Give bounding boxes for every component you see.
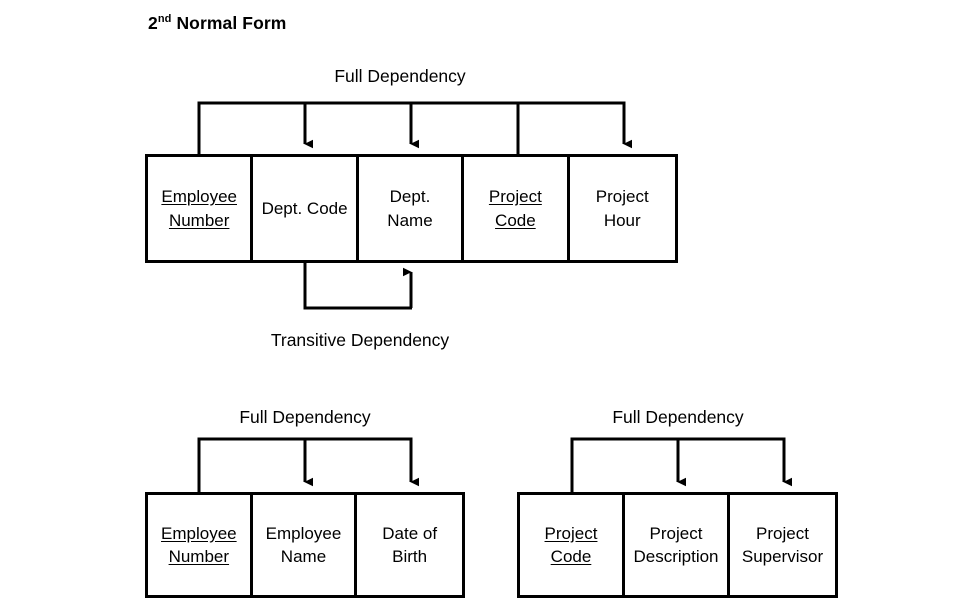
table-cell-line: Hour — [603, 210, 641, 230]
table-cell: Date of Birth — [357, 495, 462, 595]
table-cell-line: Project — [595, 187, 649, 207]
table-cell-line: Birth — [392, 547, 428, 566]
table-cell-line: Project — [756, 523, 809, 543]
table-cell-line: Dept. Code — [261, 198, 348, 218]
table-cell-line: Supervisor — [741, 547, 824, 566]
caption-employee-full-dependency: Full Dependency — [239, 407, 371, 427]
table-cell-line: Project — [544, 523, 598, 543]
table-cell-text: Date of Birth — [382, 522, 437, 569]
table-cell: Dept. Code — [253, 157, 359, 260]
table-cell-line: Dept. — [389, 187, 431, 207]
caption-main-full-dependency: Full Dependency — [334, 66, 466, 86]
table-cell-line: Employee — [161, 187, 237, 207]
table-cell-line: Number — [168, 547, 230, 566]
table-cell-line: Project — [488, 187, 542, 207]
table-cell-line: Description — [633, 547, 719, 566]
table-cell-line: Code — [495, 210, 536, 230]
page-title: 2nd Normal Form — [148, 13, 286, 34]
caption-project-full-dependency: Full Dependency — [612, 407, 744, 427]
page-title-superscript: nd — [157, 13, 172, 26]
table-cell-line: Date of — [382, 523, 438, 543]
table-cell-line: Number — [168, 210, 230, 230]
table-cell-line: Name — [280, 547, 327, 566]
page-title-suffix: Normal Form — [171, 13, 287, 33]
table-cell-line: Code — [550, 547, 592, 566]
table-cell-line: Name — [387, 210, 433, 230]
table-cell-line: Employee — [161, 523, 237, 543]
table-cell-line: Project — [649, 523, 703, 543]
page-title-prefix: 2 — [148, 13, 158, 33]
caption-main-transitive-dependency: Transitive Dependency — [270, 330, 450, 350]
table-cell-text: Dept. Name — [387, 185, 432, 232]
table-cell-line: Employee — [265, 523, 342, 543]
table-cell: Dept. Name — [358, 157, 465, 260]
table-cell-text: Dept. Code — [262, 197, 348, 220]
